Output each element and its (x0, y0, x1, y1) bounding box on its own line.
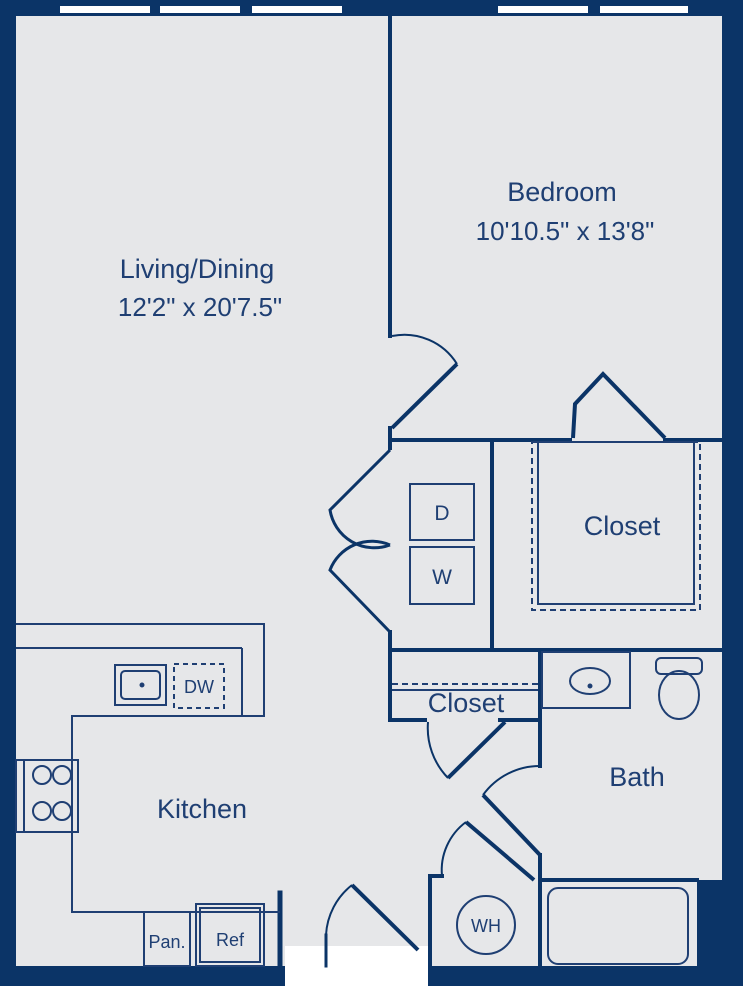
refrigerator-label: Ref (216, 930, 245, 950)
bedroom-closet-interior (537, 441, 695, 605)
dishwasher-outline (173, 663, 225, 709)
entry-gap (285, 946, 430, 986)
bedroom-closet-label: Closet (584, 511, 661, 541)
floor-area (10, 10, 725, 980)
dishwasher-label: DW (184, 677, 214, 697)
washer-label: W (432, 566, 452, 589)
living-dining-label: Living/Dining (120, 254, 275, 284)
labels: Living/Dining 12'2" x 20'7.5" Bedroom 10… (118, 177, 665, 952)
pantry-box (143, 911, 191, 967)
vanity (541, 651, 631, 709)
bedroom-label: Bedroom (507, 177, 617, 207)
pantry-label: Pan. (148, 932, 185, 952)
living-dining-dimensions: 12'2" x 20'7.5" (118, 292, 282, 322)
fixtures (15, 441, 703, 967)
water-heater-circle (456, 895, 516, 955)
fridge-box (195, 903, 265, 967)
toilet-tank (655, 657, 703, 675)
dryer-label: D (434, 502, 449, 525)
kitchen-sink (114, 664, 167, 706)
kitchen-upper-counter (16, 623, 280, 913)
bath-label: Bath (609, 762, 665, 792)
interior-walls (277, 14, 724, 969)
toilet-bowl (658, 670, 700, 720)
bedroom-dimensions: 10'10.5" x 13'8" (476, 216, 655, 246)
water-heater-label: WH (471, 916, 501, 936)
range (15, 759, 79, 833)
hall-closet-label: Closet (428, 688, 505, 718)
dryer-box (409, 483, 475, 541)
washer-box (409, 546, 475, 605)
kitchen-label: Kitchen (157, 794, 247, 824)
tub (547, 887, 689, 965)
sink-basin (569, 667, 611, 695)
doors (325, 333, 667, 952)
windows (60, 6, 688, 13)
